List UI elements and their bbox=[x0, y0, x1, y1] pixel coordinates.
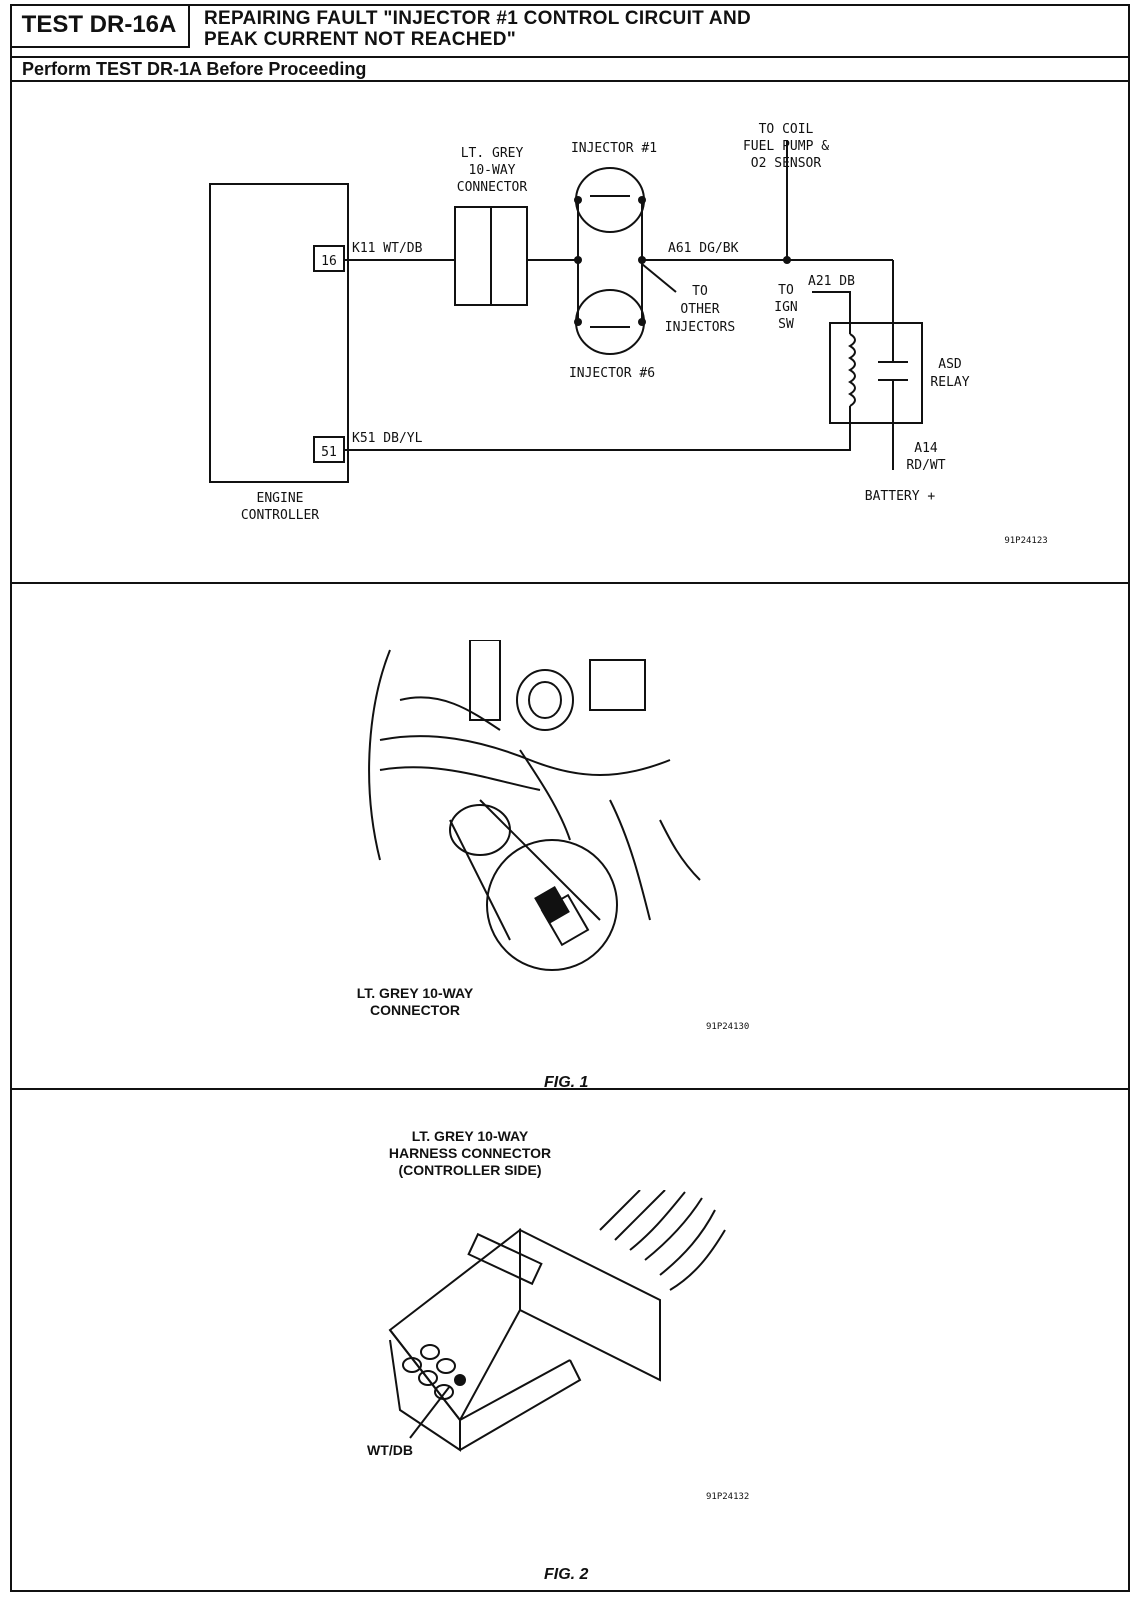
to-coil-label-1: TO COIL bbox=[759, 122, 814, 137]
title-line-1: REPAIRING FAULT "INJECTOR #1 CONTROL CIR… bbox=[204, 8, 751, 29]
fig2-connector-illustration bbox=[388, 1190, 726, 1452]
connector-label-3: CONNECTOR bbox=[457, 180, 528, 195]
fig2-callout-line-1: LT. GREY 10-WAY bbox=[411, 1128, 529, 1144]
battery-label: BATTERY + bbox=[865, 489, 936, 504]
fig1-ref: 91P24130 bbox=[706, 1022, 750, 1032]
connector-label-1: LT. GREY bbox=[461, 146, 524, 161]
wire-a21-label: A21 DB bbox=[808, 274, 855, 289]
engine-controller-label-2: CONTROLLER bbox=[241, 508, 319, 523]
injector-1-label: INJECTOR #1 bbox=[571, 141, 657, 156]
other-injectors-label-1: TO bbox=[692, 284, 708, 299]
engine-controller-box bbox=[209, 183, 349, 483]
prerequisite-note: Perform TEST DR-1A Before Proceeding bbox=[10, 56, 1130, 82]
to-coil-label-2: FUEL PUMP & bbox=[743, 139, 829, 154]
connector-label-2: 10-WAY bbox=[469, 163, 516, 178]
wire-k51-label: K51 DB/YL bbox=[352, 431, 423, 446]
section-divider-1 bbox=[10, 582, 1130, 584]
other-injectors-label-2: OTHER bbox=[680, 302, 719, 317]
wiring-schematic: 16 51 ENGINE CONTROLLER K11 WT/DB K51 DB… bbox=[209, 122, 1048, 546]
wire-k11-label: K11 WT/DB bbox=[352, 241, 423, 256]
page-title: REPAIRING FAULT "INJECTOR #1 CONTROL CIR… bbox=[204, 8, 751, 50]
fig2-label: FIG. 2 bbox=[544, 1566, 589, 1583]
title-line-2: PEAK CURRENT NOT REACHED" bbox=[204, 29, 517, 50]
fig2-callout-line-3: (CONTROLLER SIDE) bbox=[398, 1162, 542, 1178]
injector-1-symbol bbox=[575, 167, 645, 233]
to-coil-label-3: O2 SENSOR bbox=[751, 156, 822, 171]
section-divider-2 bbox=[10, 1088, 1130, 1090]
pin-51-label: 51 bbox=[321, 445, 337, 460]
fig1-callout-line-2: CONNECTOR bbox=[370, 1002, 460, 1018]
other-injectors-label-3: INJECTORS bbox=[665, 320, 735, 335]
page-frame bbox=[10, 4, 1130, 1592]
wire-a61-label: A61 DG/BK bbox=[668, 241, 739, 256]
pin-16-box bbox=[313, 245, 345, 272]
fig2-callout: LT. GREY 10-WAY HARNESS CONNECTOR (CONTR… bbox=[360, 1128, 580, 1179]
pin-16-label: 16 bbox=[321, 254, 337, 269]
ign-sw-label-3: SW bbox=[778, 317, 794, 332]
fig2-wire-label: WT/DB bbox=[367, 1442, 413, 1458]
wire-a14-label-1: A14 bbox=[914, 441, 938, 456]
injector-6-symbol bbox=[575, 289, 645, 355]
fig1-label: FIG. 1 bbox=[544, 1074, 589, 1091]
asd-relay-label-2: RELAY bbox=[930, 375, 969, 390]
ign-sw-label-1: TO bbox=[778, 283, 794, 298]
fig1-callout-line-1: LT. GREY 10-WAY bbox=[356, 985, 474, 1001]
fig2-callout-line-2: HARNESS CONNECTOR bbox=[388, 1145, 552, 1161]
fig1-engine-bay-illustration bbox=[368, 640, 701, 971]
engine-controller-label-1: ENGINE bbox=[257, 491, 304, 506]
test-id: TEST DR-16A bbox=[10, 4, 190, 48]
fig1-callout: LT. GREY 10-WAY CONNECTOR bbox=[330, 985, 500, 1019]
asd-relay-box bbox=[829, 322, 923, 424]
fig2-ref: 91P24132 bbox=[706, 1492, 750, 1502]
asd-relay-label-1: ASD bbox=[938, 357, 962, 372]
injector-6-label: INJECTOR #6 bbox=[569, 366, 655, 381]
wire-a14-label-2: RD/WT bbox=[906, 458, 945, 473]
schematic-ref: 91P24123 bbox=[1004, 536, 1047, 546]
ign-sw-label-2: IGN bbox=[774, 300, 797, 315]
